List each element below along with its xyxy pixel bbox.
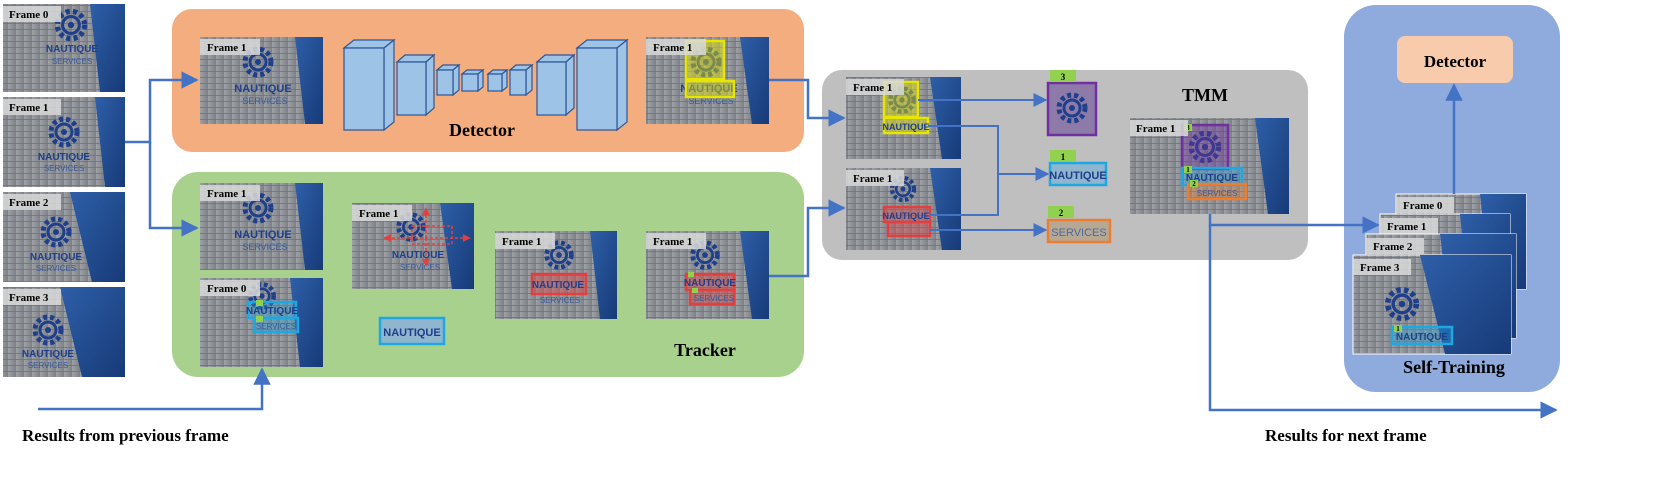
tmm-crop-gear: 3 <box>1046 70 1098 137</box>
input-frame-0: NAUTIQUE SERVICES Frame 0 <box>3 4 125 92</box>
flow-arrows <box>38 78 1558 419</box>
sign-line1: NAUTIQUE <box>532 280 585 291</box>
frame-label: Frame 3 <box>9 292 49 304</box>
tmm-tracker-frame: NAUTIQUE Frame 1 <box>846 168 961 250</box>
detector-network-blocks <box>342 38 629 132</box>
sign-line2: SERVICES <box>28 361 68 370</box>
tracker-box-2 <box>688 288 736 306</box>
tracker-panel <box>172 172 804 377</box>
frame-label: Frame 1 <box>1136 123 1175 135</box>
sign-line2: SERVICES <box>36 264 76 273</box>
frame-label: Frame 1 <box>853 173 892 185</box>
sign-line1: NAUTIQUE <box>1186 173 1239 184</box>
sign-line1: NAUTIQUE <box>234 229 291 241</box>
frame-label: Frame 1 <box>207 188 246 200</box>
sign-line2: SERVICES <box>694 294 734 303</box>
tracker-box <box>530 272 588 296</box>
track-box-2 <box>252 316 300 334</box>
frame-label: Frame 3 <box>1360 262 1400 274</box>
track-id: 3 <box>1061 72 1066 82</box>
input-frame-3: NAUTIQUE SERVICES Frame 3 <box>3 287 125 377</box>
sign-line2: SERVICES <box>688 96 733 106</box>
frame-label: Frame 1 <box>207 42 246 54</box>
search-frame: NAUTIQUE SERVICES Frame 1 <box>352 203 474 289</box>
input-frame-2: NAUTIQUE SERVICES Frame 2 <box>3 192 125 282</box>
sign-line1: NAUTIQUE <box>234 83 291 95</box>
sign-line2: SERVICES <box>400 263 440 272</box>
track-id: 1 <box>1061 152 1066 162</box>
sign-line1: NAUTIQUE <box>883 122 930 132</box>
frame-label: Frame 1 <box>653 236 692 248</box>
tmm-output-frame: NAUTIQUE SERVICES 3 1 2 Frame 1 <box>1130 118 1289 214</box>
track-id: 3 <box>1186 124 1190 132</box>
tracker-response-frame: NAUTIQUE SERVICES Frame 1 <box>495 231 617 319</box>
input-frame-1: NAUTIQUE SERVICES Frame 1 <box>3 97 125 187</box>
detector-title: Detector <box>449 120 515 140</box>
sign-line2: SERVICES <box>1197 189 1237 198</box>
detector-output-frame: NAUTIQUE SERVICES Frame 1 <box>646 37 769 124</box>
sign-line1: NAUTIQUE <box>30 252 83 263</box>
sign-line2: SERVICES <box>52 57 92 66</box>
sign-line1: NAUTIQUE <box>684 278 737 289</box>
frame-label: Frame 1 <box>1387 221 1426 233</box>
frame-label: Frame 1 <box>853 82 892 94</box>
stack-frame-3: NAUTIQUE 1 Frame 3 <box>1352 254 1512 355</box>
frame-label: Frame 1 <box>359 208 398 220</box>
sign-line1: NAUTIQUE <box>883 211 930 221</box>
crop-text: NAUTIQUE <box>1049 170 1106 182</box>
sign-line1: NAUTIQUE <box>38 152 91 163</box>
tracker-title: Tracker <box>674 340 736 360</box>
template-patch: NAUTIQUE <box>378 316 446 346</box>
sign-line2: SERVICES <box>256 322 296 331</box>
sign-line1: NAUTIQUE <box>1396 332 1449 343</box>
track-id: 1 <box>1186 166 1190 174</box>
track-id: 2 <box>1192 180 1196 188</box>
crop-text: SERVICES <box>1051 227 1106 239</box>
frame-label: Frame 1 <box>653 42 692 54</box>
frame-label: Frame 2 <box>1373 241 1413 253</box>
tmm-detector-frame: NAUTIQUE Frame 1 <box>846 77 961 159</box>
caption-next: Results for next frame <box>1265 426 1427 445</box>
frame-label: Frame 0 <box>207 283 247 295</box>
tracker-input-frame-0: NAUTIQUE SERVICES Frame 0 <box>200 278 323 367</box>
sign-line2: SERVICES <box>242 96 287 106</box>
tracker-output-frame: NAUTIQUE SERVICES Frame 1 <box>646 231 769 319</box>
detection-box-sign <box>684 79 736 99</box>
tmm-title: TMM <box>1182 85 1228 105</box>
tmm-association-arrows <box>918 93 1050 237</box>
track-id: 2 <box>1059 208 1064 218</box>
detector-small-box <box>1397 36 1513 83</box>
sign-line2: SERVICES <box>44 164 84 173</box>
search-arrows <box>383 207 471 267</box>
sign-line1: NAUTIQUE <box>392 250 445 261</box>
self-training-title: Self-Training <box>1403 357 1505 377</box>
frame-label: Frame 1 <box>502 236 541 248</box>
sign-line1: NAUTIQUE <box>46 44 99 55</box>
frame-label: Frame 0 <box>1403 200 1443 212</box>
frame-label: Frame 2 <box>9 197 49 209</box>
tmm-crop-nautique: NAUTIQUE 1 <box>1048 150 1108 187</box>
detector-input-frame: NAUTIQUE SERVICES Frame 1 <box>200 37 323 124</box>
training-frame-stack: 3 Frame 0 Frame 1 Frame 2 NAUTIQUE 1 Fra… <box>1352 193 1527 355</box>
sign-line2: SERVICES <box>540 296 580 305</box>
frame-label: Frame 0 <box>9 9 49 21</box>
input-branch-arrows <box>125 71 199 237</box>
sign-line1: NAUTIQUE <box>680 83 737 95</box>
sign-line2: SERVICES <box>242 242 287 252</box>
sign-line1: NAUTIQUE <box>246 306 299 317</box>
frame-label: Frame 1 <box>9 102 48 114</box>
tracker-input-frame-1: NAUTIQUE SERVICES Frame 1 <box>200 183 323 270</box>
caption-previous: Results from previous frame <box>22 426 229 445</box>
track-id: 1 <box>1396 325 1400 333</box>
tmm-crop-services: SERVICES 2 <box>1046 206 1112 244</box>
template-text: NAUTIQUE <box>383 327 440 339</box>
detector-small-title: Detector <box>1424 52 1487 71</box>
sign-line1: NAUTIQUE <box>22 349 75 360</box>
